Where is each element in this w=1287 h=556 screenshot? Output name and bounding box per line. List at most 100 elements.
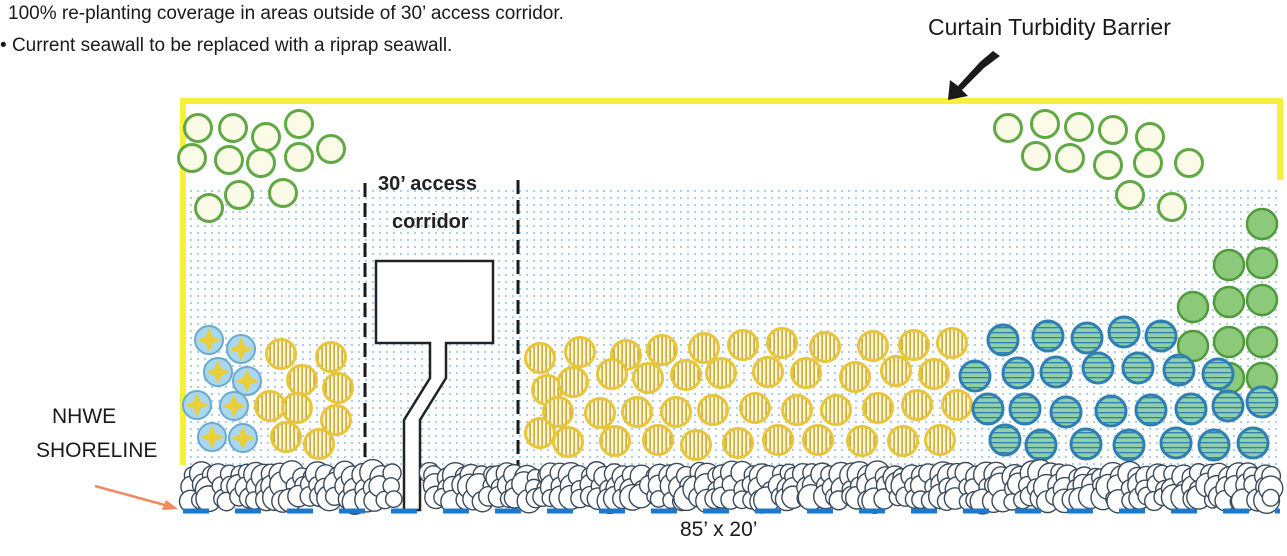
blue-plant: [1121, 351, 1155, 385]
yellow-plant: [898, 329, 930, 361]
yellow-plant: [642, 424, 674, 456]
yellow-plant: [688, 332, 720, 364]
note-seawall: • Current seawall to be replaced with a …: [0, 35, 452, 57]
yellow-plant: [322, 372, 354, 404]
yellow-plant: [646, 334, 678, 366]
blue-plant: [1211, 389, 1245, 423]
blue-plant: [1024, 428, 1058, 462]
blue-plant: [1134, 393, 1168, 427]
light-green-plant: [1098, 115, 1128, 145]
turbidity-barrier: [180, 98, 1283, 465]
plants-group: [177, 109, 1279, 462]
light-green-plant: [251, 122, 281, 152]
yellow-plant: [839, 361, 871, 393]
blue-plant: [1236, 426, 1270, 460]
yellow-plant: [722, 427, 754, 459]
green-plant: [1212, 248, 1246, 282]
yellow-plant: [697, 394, 729, 426]
light-green-plant: [284, 109, 314, 139]
light-green-plant: [1135, 122, 1165, 152]
yellow-plant: [802, 424, 834, 456]
yellow-plant: [315, 341, 347, 373]
light-green-plant: [218, 113, 248, 143]
light-green-plant: [214, 145, 244, 175]
blue-plant: [1107, 315, 1141, 349]
yellow-plant: [596, 358, 628, 390]
yellow-plant: [846, 425, 878, 457]
yellow-plant: [320, 404, 352, 436]
blue-plant: [1094, 394, 1128, 428]
corridor-label-line1: 30’ access: [378, 173, 477, 195]
green-plant: [1245, 207, 1279, 241]
riprap-seawall: [178, 458, 1284, 515]
blue-yellow-plant-mark: [235, 369, 259, 393]
green-plant: [1176, 290, 1210, 324]
note-replanting: 100% re-planting coverage in areas outsi…: [8, 3, 564, 24]
yellow-plant: [762, 424, 794, 456]
yellow-plant: [809, 331, 841, 363]
light-green-plant: [1055, 143, 1085, 173]
yellow-plant: [727, 329, 759, 361]
yellow-plant: [552, 426, 584, 458]
yellow-plant: [524, 417, 556, 449]
shoreline-label-line2: SHORELINE: [36, 439, 158, 462]
yellow-plant: [524, 342, 556, 374]
blue-plant: [1144, 319, 1178, 353]
light-green-plant: [316, 134, 346, 164]
light-green-plant: [1157, 192, 1187, 222]
light-green-plant: [1021, 141, 1051, 171]
blue-plant: [1070, 321, 1104, 355]
blue-plant: [1112, 428, 1146, 462]
yellow-plant: [705, 357, 737, 389]
yellow-plant: [924, 424, 956, 456]
yellow-plant: [621, 396, 653, 428]
light-green-plant: [284, 142, 314, 172]
blue-plant: [1174, 392, 1208, 426]
light-green-plant: [1064, 112, 1094, 142]
yellow-plant: [281, 392, 313, 424]
light-green-plant: [1093, 150, 1123, 180]
green-plant: [1245, 325, 1279, 359]
yellow-plant: [286, 364, 318, 396]
light-green-plant: [1174, 148, 1204, 178]
yellow-plant: [303, 428, 335, 460]
light-green-plant: [194, 193, 224, 223]
blue-plant: [1001, 356, 1035, 390]
light-green-plant: [1030, 109, 1060, 139]
note-seawall-text: Current seawall to be replaced with a ri…: [11, 35, 453, 56]
blue-plant: [971, 392, 1005, 426]
light-green-plant: [246, 148, 276, 178]
green-plant: [1176, 329, 1210, 363]
bullet-icon: •: [0, 35, 12, 56]
blue-plant: [1081, 351, 1115, 385]
shoreline-label-line1: NHWE: [52, 405, 117, 428]
blue-yellow-plant-mark: [231, 426, 255, 450]
blue-plant: [958, 359, 992, 393]
riprap-rock: [1261, 488, 1280, 507]
yellow-plant: [880, 355, 912, 387]
yellow-plant: [752, 356, 784, 388]
yellow-plant: [790, 357, 822, 389]
yellow-plant: [542, 396, 574, 428]
blue-plant: [1031, 319, 1065, 353]
yellow-plant: [936, 327, 968, 359]
blue-plant: [986, 323, 1020, 357]
blue-plant: [1069, 427, 1103, 461]
yellow-plant: [265, 338, 297, 370]
yellow-plant: [584, 397, 616, 429]
light-green-plant: [1133, 148, 1163, 178]
yellow-plant: [270, 421, 302, 453]
blue-yellow-plant-mark: [206, 360, 230, 384]
blue-plant: [1049, 395, 1083, 429]
yellow-plant: [670, 359, 702, 391]
blue-plant: [1039, 355, 1073, 389]
blue-yellow-plant-mark: [197, 328, 221, 352]
yellow-plant: [857, 330, 889, 362]
yellow-plant: [941, 389, 973, 421]
blue-plant: [1201, 357, 1235, 391]
blue-plant: [1162, 353, 1196, 387]
yellow-plant: [564, 336, 596, 368]
light-green-plant: [177, 143, 207, 173]
shoreline-arrow-icon: [94, 484, 178, 510]
